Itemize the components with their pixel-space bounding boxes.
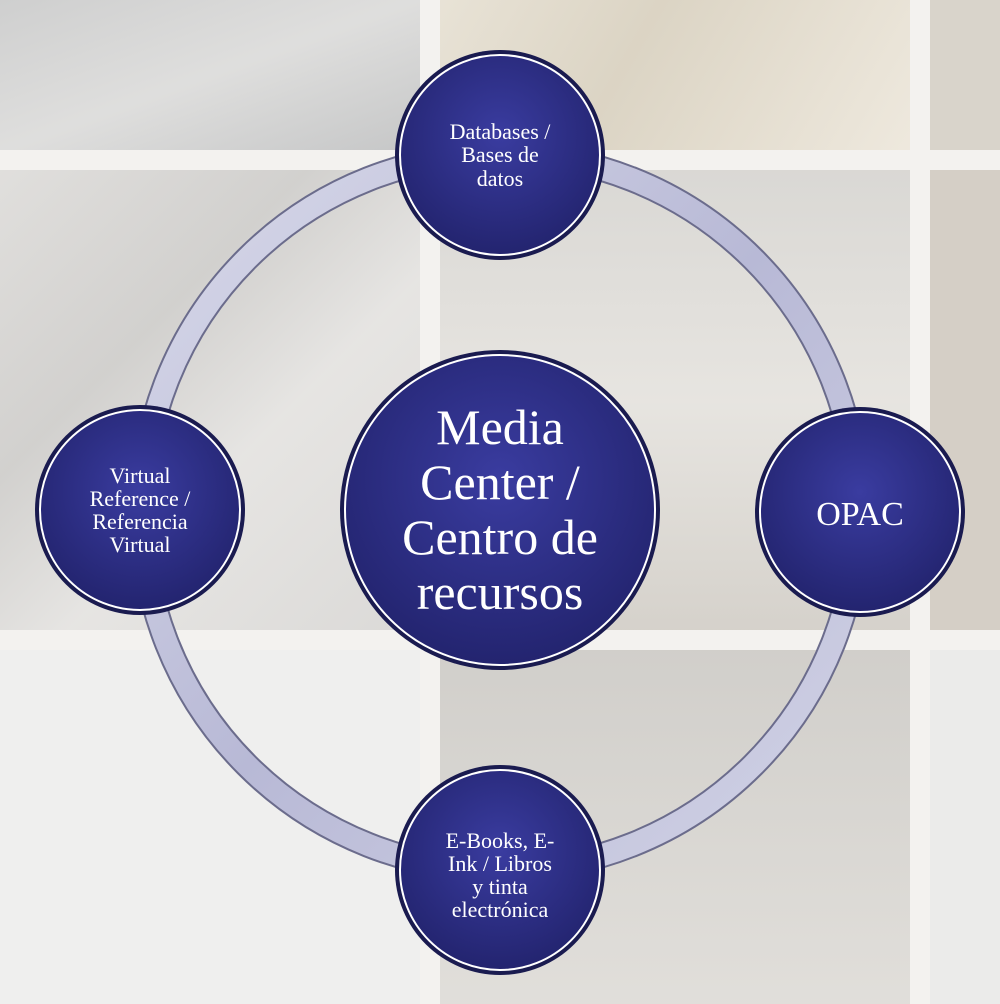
background-photo-tile: [930, 0, 1000, 150]
node-top-shape: [395, 50, 605, 260]
node-left-shape: [35, 405, 245, 615]
background-photo-tile: [930, 650, 1000, 1004]
node-bottom-label: E-Books, E- Ink / Libros y tinta electró…: [445, 827, 555, 923]
node-top-label: Databases / Bases de datos: [449, 119, 551, 191]
background-photo-tile: [0, 0, 420, 150]
center-node-label: Media Center / Centro de recursos: [402, 399, 598, 620]
node-right-shape: [755, 407, 965, 617]
node-right-label: OPAC: [816, 496, 904, 534]
node-left-label: Virtual Reference / Referencia Virtual: [89, 462, 191, 558]
node-bottom-shape: [395, 765, 605, 975]
center-node-shape: [340, 350, 660, 670]
